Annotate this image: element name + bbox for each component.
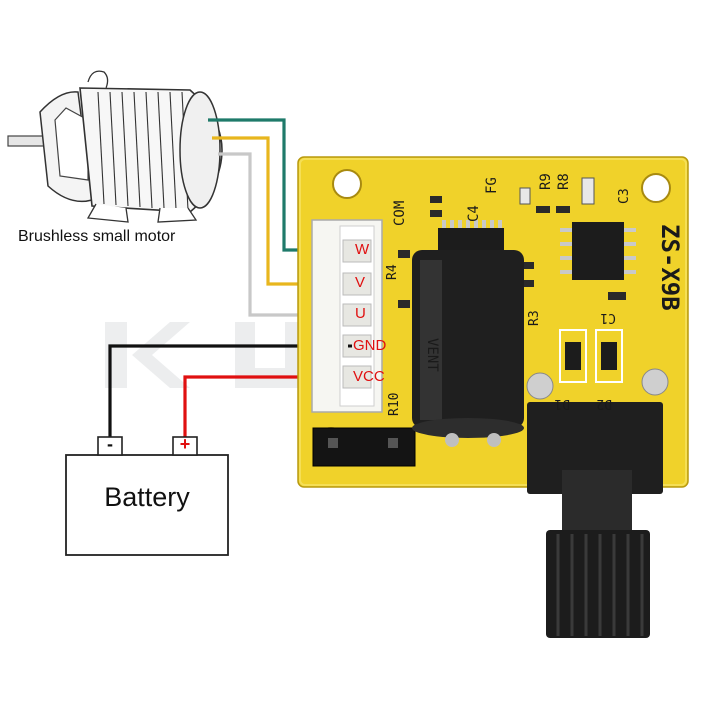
board-label-d1: D1 <box>554 396 570 411</box>
battery-negative-terminal <box>97 436 123 456</box>
board-label-d2: D2 <box>596 396 612 411</box>
battery-positive-sign: + <box>179 434 191 454</box>
wire-gnd <box>108 344 348 440</box>
pin-label-u: U <box>355 305 366 322</box>
potentiometer-knob <box>546 530 650 638</box>
motor-label: Brushless small motor <box>18 228 176 245</box>
board-label-com: COM <box>392 201 408 226</box>
board-label-r8: R8 <box>556 173 572 190</box>
board-label-r10: R10 <box>387 393 402 416</box>
brushless-motor-illustration <box>7 70 223 223</box>
board-model-label: ZS-X9B <box>656 224 684 311</box>
controller-board: COM FG C4 R9 R8 R3 R4 R10 D1 D2 C1 C3 VE… <box>297 156 689 638</box>
battery-positive-terminal <box>172 436 198 456</box>
potentiometer <box>526 368 669 638</box>
board-label-r9: R9 <box>538 173 554 190</box>
wire-vcc <box>183 375 348 440</box>
board-label-r4: R4 <box>385 264 400 280</box>
board-label-c4: C4 <box>466 205 482 222</box>
board-label-fg: FG <box>484 177 500 194</box>
board-label-c3: C3 <box>617 188 632 204</box>
board-label-r3: R3 <box>527 310 542 326</box>
battery-label: Battery <box>104 482 190 512</box>
board-label-vent: VENT <box>424 338 440 372</box>
pin-label-vcc: VCC <box>353 368 385 385</box>
electrolytic-capacitor <box>412 250 524 447</box>
ic-chip-driver <box>572 222 624 280</box>
pin-label-w: W <box>355 241 370 258</box>
battery-negative-sign: - <box>107 434 113 454</box>
battery-symbol <box>65 436 229 556</box>
pin-label-v: V <box>355 274 366 291</box>
pin-label-gnd: GND <box>353 337 387 354</box>
board-label-c1: C1 <box>600 310 616 325</box>
